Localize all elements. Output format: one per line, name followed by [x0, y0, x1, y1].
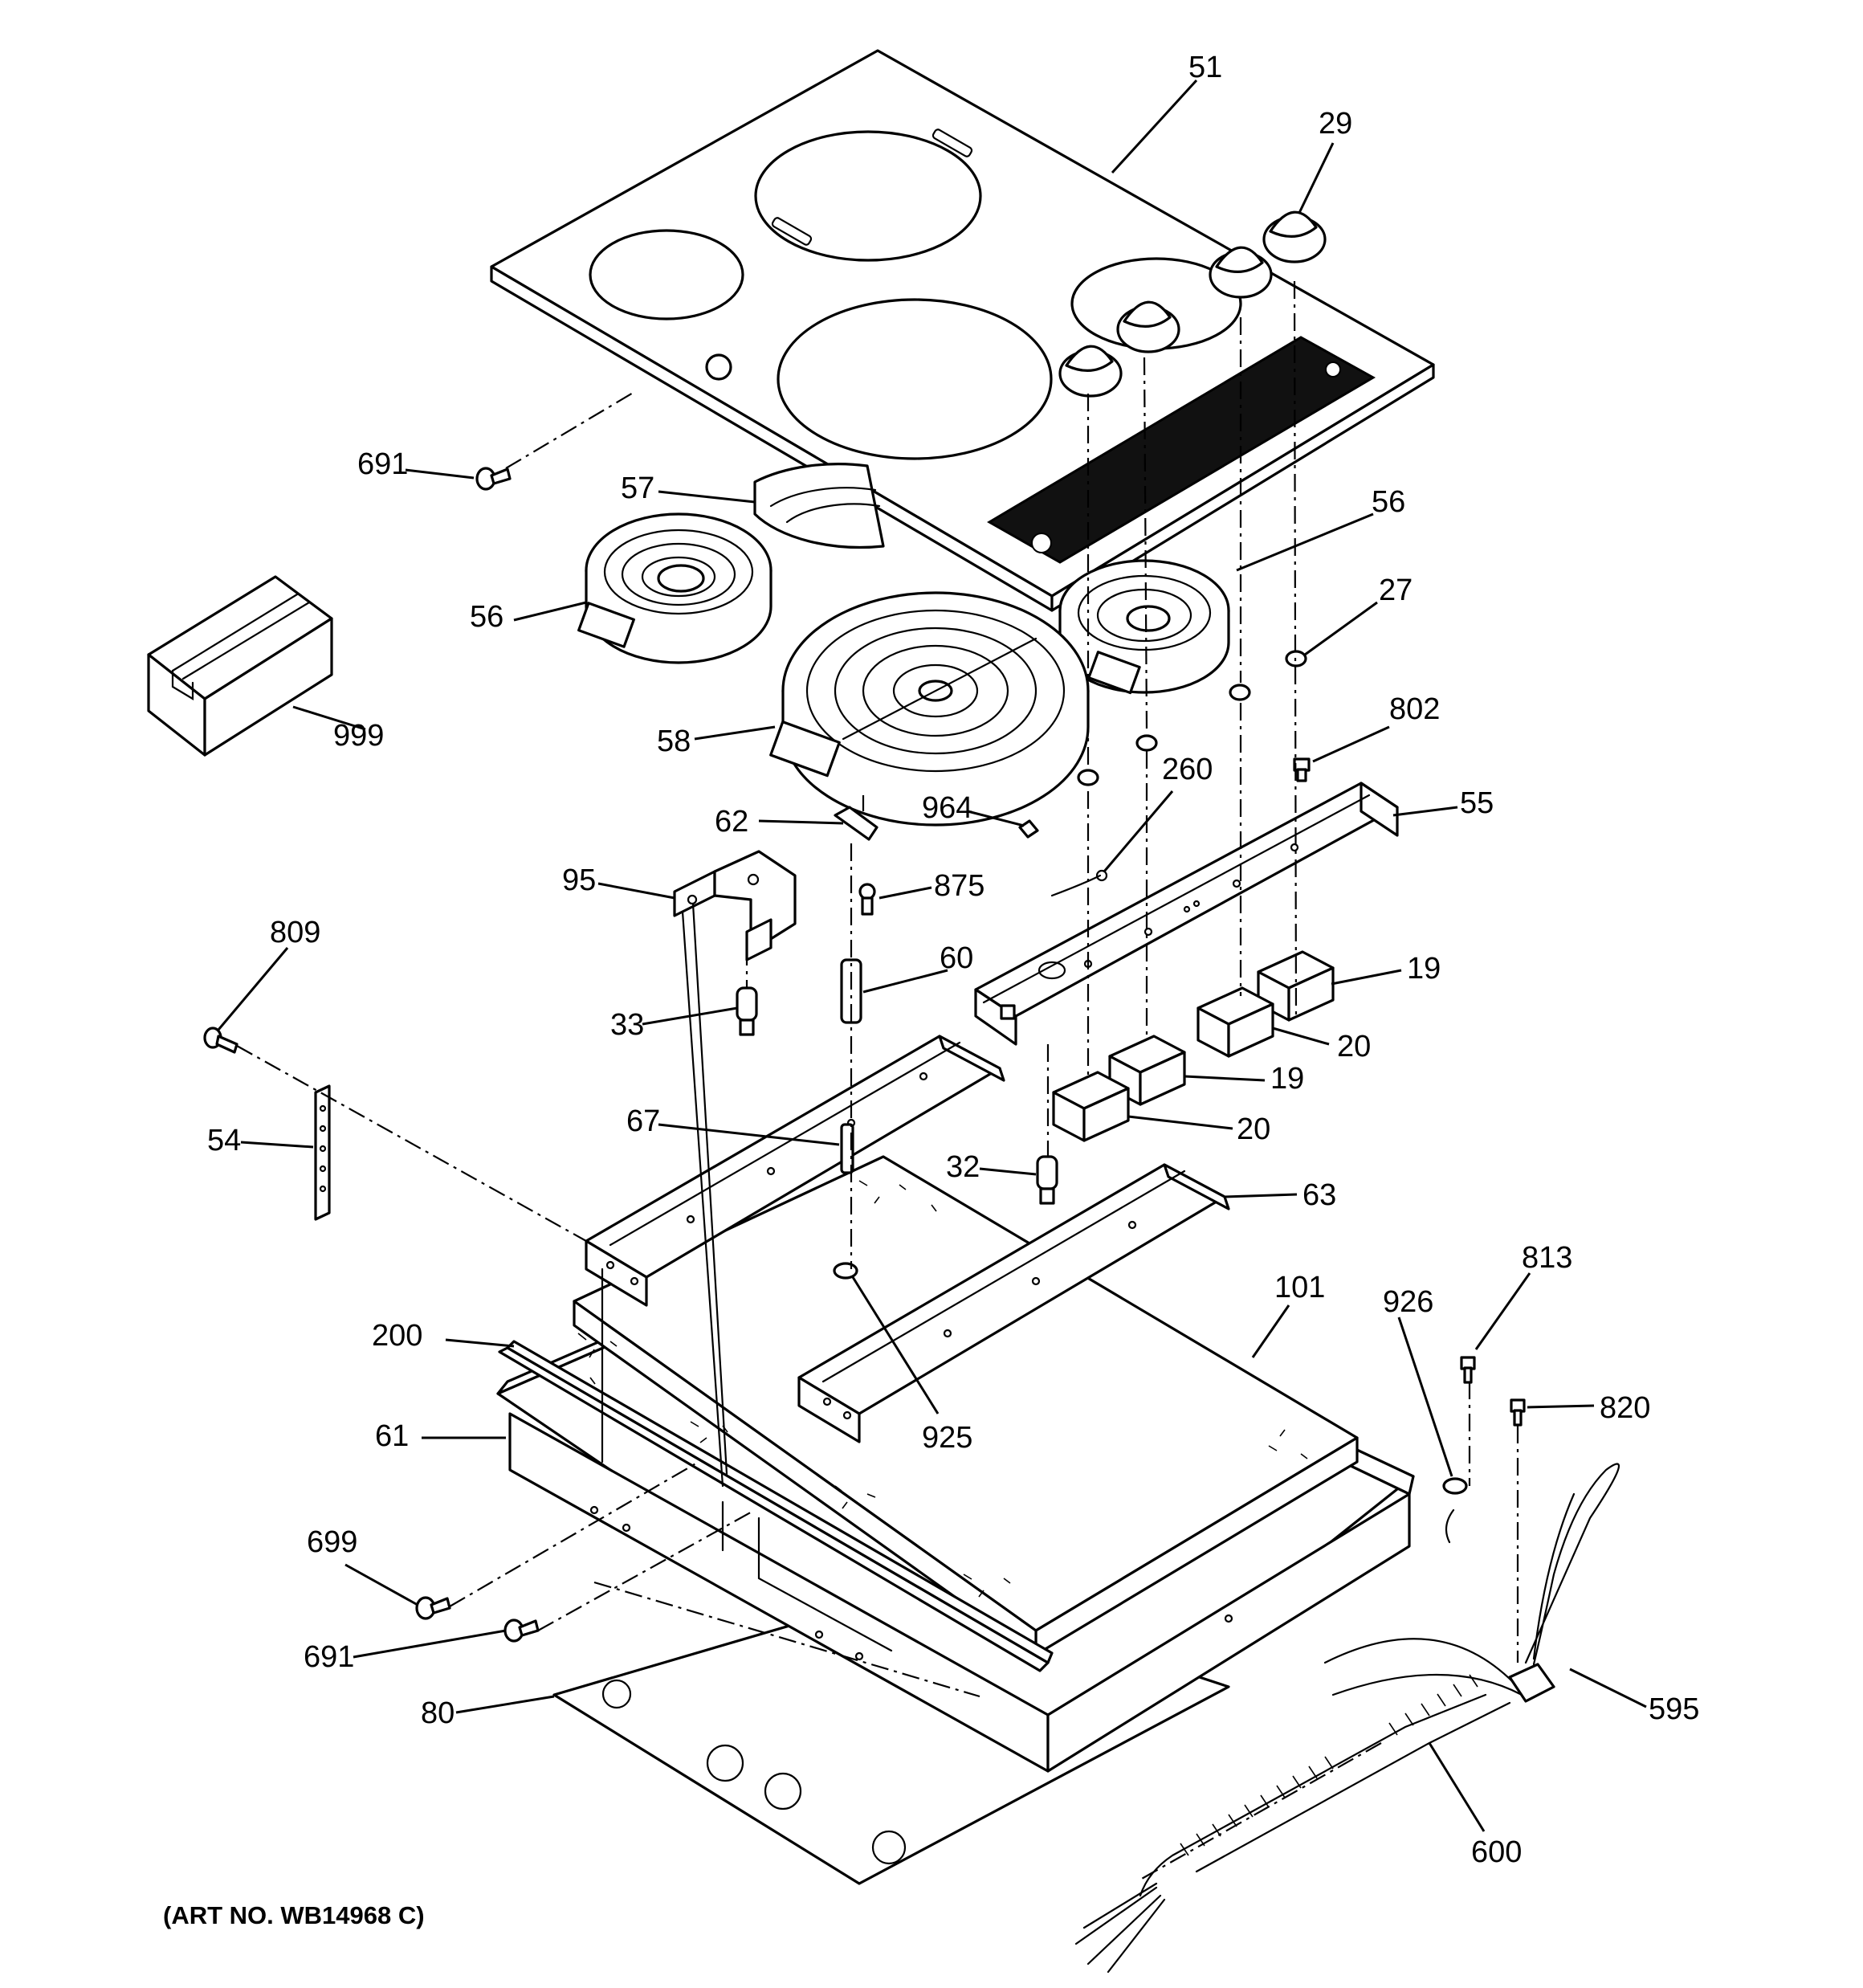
- part-label: 60: [940, 941, 973, 975]
- clip-964: [1018, 819, 1039, 839]
- screw-802: [1293, 757, 1311, 782]
- knob-icon: [1058, 345, 1123, 398]
- rail-left: [585, 1035, 1005, 1307]
- part-label: 32: [946, 1150, 980, 1184]
- element-57: [753, 463, 885, 549]
- part-label: 809: [270, 916, 320, 949]
- switch-20-left: [1052, 1071, 1130, 1142]
- screw-691-top: [475, 467, 512, 491]
- part-label: 820: [1600, 1391, 1650, 1425]
- pin-67: [840, 1123, 854, 1174]
- box-999: [147, 575, 333, 757]
- part-label: 33: [610, 1008, 644, 1042]
- part-label: 62: [715, 805, 748, 839]
- part-label: 57: [621, 471, 654, 505]
- element-58: [769, 591, 1090, 827]
- part-label: 600: [1471, 1835, 1522, 1869]
- part-label: 19: [1407, 952, 1441, 986]
- part-label: 20: [1237, 1112, 1270, 1146]
- part-label: 813: [1522, 1241, 1572, 1275]
- part-label: 691: [304, 1640, 354, 1674]
- screw-691-bottom: [503, 1619, 540, 1643]
- part-label: 19: [1270, 1062, 1304, 1096]
- part-label: 56: [1372, 485, 1405, 519]
- knob-icon: [1262, 210, 1327, 263]
- centerlines: [236, 280, 1519, 1880]
- part-label: 691: [357, 447, 408, 481]
- bracket-62: [834, 806, 879, 841]
- bar-55: [974, 782, 1399, 1046]
- strap-54: [314, 1084, 331, 1221]
- leader-lines: [217, 79, 1647, 1832]
- switch-group: [1052, 950, 1335, 1142]
- knob-icon: [1116, 300, 1180, 353]
- part-label: 875: [934, 869, 984, 903]
- part-label: 56: [470, 600, 503, 634]
- bracket-95: [673, 850, 797, 961]
- element-56-right: [1058, 559, 1230, 695]
- part-label: 926: [1383, 1285, 1433, 1319]
- part-label: 260: [1162, 753, 1213, 786]
- part-label: 67: [626, 1104, 660, 1138]
- screw-875: [858, 883, 876, 916]
- switch-20-right: [1196, 986, 1274, 1058]
- element-56-left: [577, 512, 773, 664]
- part-label: 27: [1379, 574, 1413, 607]
- screw-699: [415, 1596, 451, 1620]
- art-number: (ART NO. WB14968 C): [163, 1901, 425, 1929]
- insulation-101: [561, 1155, 1359, 1656]
- lamp-33: [736, 986, 758, 1036]
- part-labels: 51 29 691 57 56 56 27 999 58 802 260 964…: [163, 51, 1699, 1929]
- knob-icon: [1209, 246, 1273, 299]
- part-label: 80: [421, 1696, 455, 1730]
- part-label: 63: [1302, 1178, 1336, 1212]
- part-label: 200: [372, 1319, 422, 1353]
- front-trim-200: [498, 1340, 1054, 1672]
- wire-260: [1050, 869, 1108, 897]
- part-label: 595: [1649, 1692, 1699, 1726]
- glass-cooktop-51: [490, 49, 1435, 612]
- part-label: 999: [333, 719, 384, 753]
- switch-19-left: [1108, 1035, 1186, 1106]
- part-label: 925: [922, 1421, 972, 1455]
- knob-group-29: [1058, 210, 1327, 398]
- screw-809: [203, 1027, 238, 1054]
- part-label: 95: [562, 863, 596, 897]
- part-label: 51: [1188, 51, 1222, 84]
- part-label: 101: [1274, 1271, 1325, 1304]
- lamp-32: [1036, 1155, 1058, 1205]
- part-label: 61: [375, 1419, 409, 1453]
- part-label: 802: [1389, 692, 1440, 726]
- washer-925: [833, 1262, 858, 1280]
- part-label: 20: [1337, 1030, 1371, 1063]
- part-label: 55: [1460, 786, 1494, 820]
- part-label: 54: [207, 1124, 241, 1157]
- part-label: 29: [1319, 107, 1352, 141]
- part-label: 699: [307, 1525, 357, 1559]
- part-label: 58: [657, 725, 691, 758]
- part-label: 964: [922, 791, 972, 825]
